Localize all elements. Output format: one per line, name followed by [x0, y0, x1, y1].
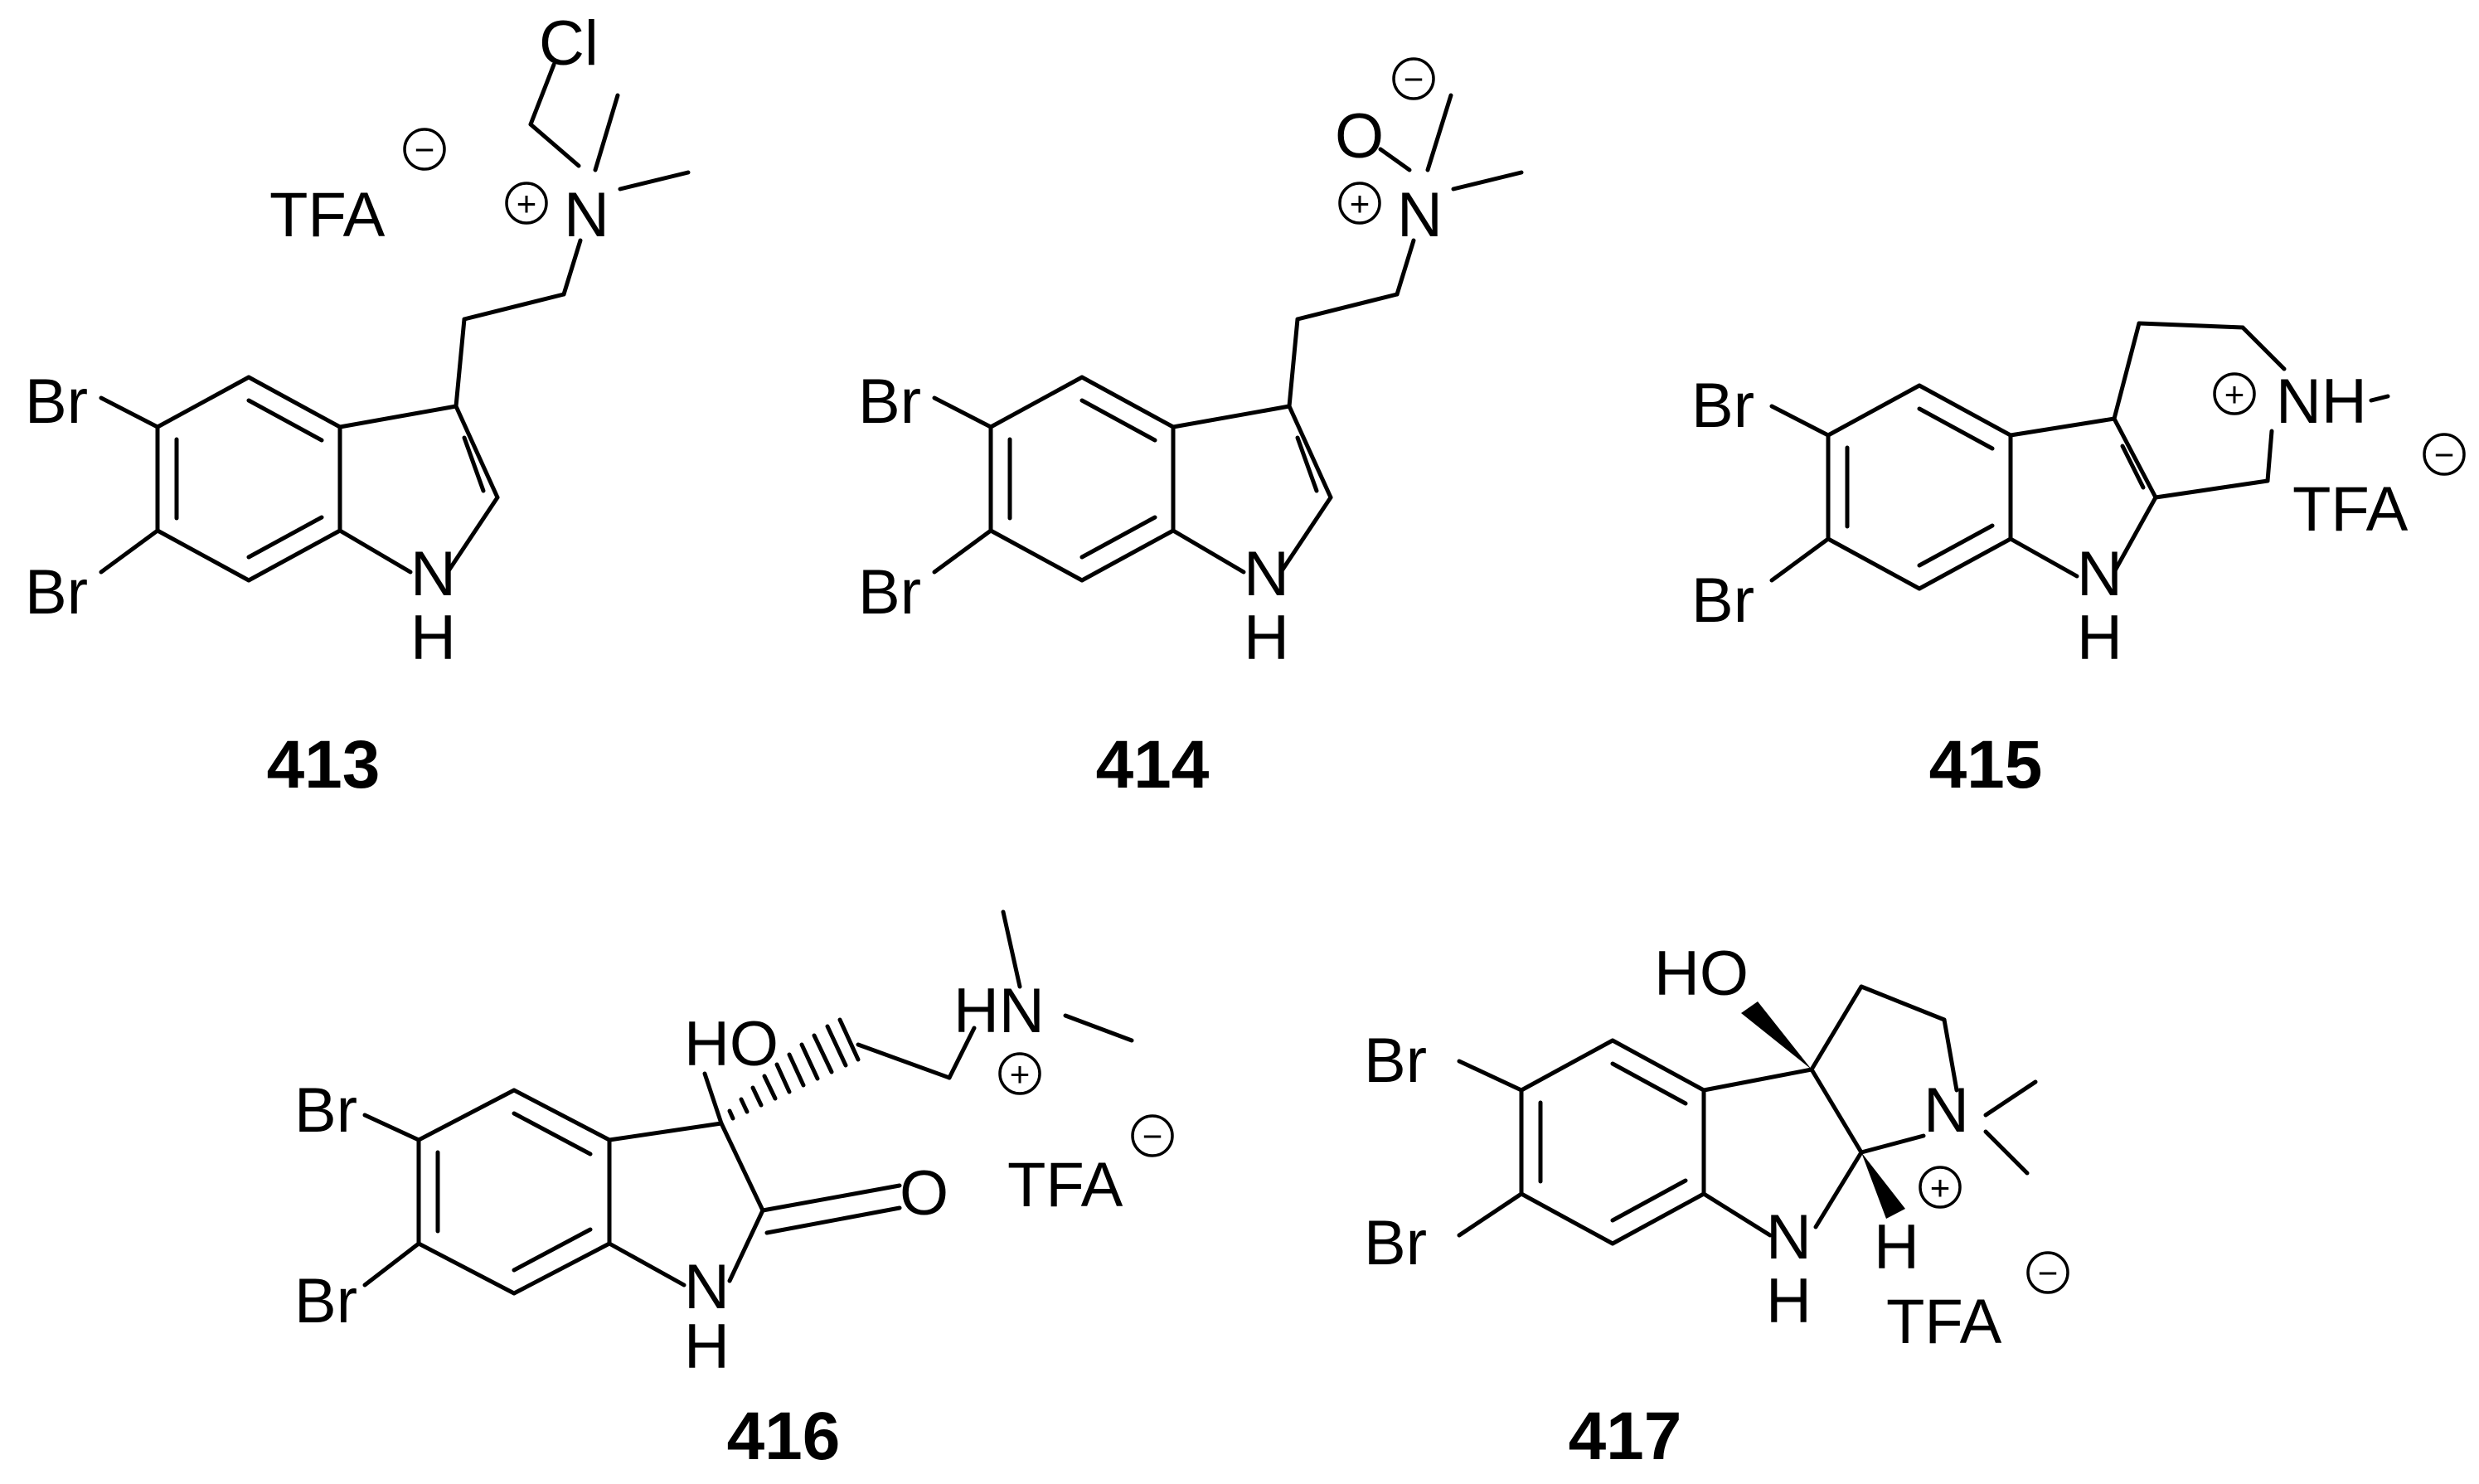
atom-br: Br — [1691, 371, 1754, 441]
atom-h: H — [2077, 603, 2122, 673]
minus-charge: − — [403, 128, 446, 171]
atom-br: Br — [294, 1075, 357, 1146]
plus-charge: + — [1919, 1166, 1962, 1209]
compound-417: Br Br HO N N H H TFA + − 417 — [1364, 938, 2069, 1474]
atom-n: N — [410, 539, 456, 609]
minus-charge: − — [1131, 1114, 1174, 1157]
svg-text:+: + — [2224, 375, 2245, 414]
atom-cl: Cl — [539, 8, 599, 79]
bonds-417 — [1457, 984, 2038, 1246]
atom-hn-plus: HN — [953, 976, 1045, 1046]
counterion-tfa: TFA — [1007, 1150, 1123, 1220]
svg-text:−: − — [2038, 1254, 2059, 1292]
atom-br: Br — [25, 366, 88, 437]
atom-n-plus: N — [1924, 1075, 1969, 1146]
atom-br: Br — [1364, 1208, 1427, 1278]
plus-charge: + — [2213, 372, 2256, 415]
compound-413: Br Br N H N Cl TFA + − 413 — [25, 8, 691, 803]
compound-number: 417 — [1569, 1399, 1682, 1474]
bonds-415 — [1769, 321, 2390, 591]
svg-text:+: + — [1930, 1168, 1951, 1207]
atom-nh-plus: NH — [2276, 366, 2367, 437]
counterion-tfa: TFA — [2292, 474, 2409, 545]
svg-text:+: + — [1350, 184, 1370, 223]
svg-text:−: − — [1142, 1117, 1163, 1156]
svg-text:+: + — [517, 184, 537, 223]
counterion-tfa: TFA — [269, 180, 386, 250]
svg-text:−: − — [415, 130, 435, 169]
atom-br: Br — [1691, 565, 1754, 636]
svg-text:−: − — [1404, 60, 1424, 99]
atom-n-plus: N — [564, 180, 609, 250]
svg-text:−: − — [2434, 435, 2455, 474]
atom-o: O — [900, 1158, 948, 1229]
atom-br: Br — [294, 1266, 357, 1336]
atom-br: Br — [858, 557, 921, 628]
bold-wedge — [1861, 1152, 1905, 1219]
bonds-414 — [932, 93, 1524, 583]
compound-415: Br Br N H NH TFA + − 415 — [1691, 321, 2466, 803]
atom-o: O — [1335, 101, 1384, 172]
compound-number: 414 — [1096, 727, 1210, 803]
atom-h-ring-junction: H — [1874, 1212, 1919, 1283]
compound-414: Br Br N H N O − + 414 — [858, 57, 1524, 803]
bold-wedge — [1741, 1001, 1812, 1069]
atom-n-plus: N — [1397, 180, 1443, 250]
atom-ho: HO — [1654, 938, 1749, 1009]
atom-br: Br — [1364, 1026, 1427, 1096]
minus-charge: − — [1392, 57, 1435, 100]
atom-n: N — [1766, 1202, 1812, 1273]
atom-br: Br — [858, 366, 921, 437]
atom-h: H — [1244, 603, 1289, 673]
plus-charge: + — [998, 1052, 1041, 1095]
hashed-wedge — [727, 1017, 861, 1121]
counterion-tfa: TFA — [1886, 1287, 2002, 1357]
atom-h: H — [410, 603, 456, 673]
atom-n: N — [684, 1252, 730, 1322]
minus-charge: − — [2423, 433, 2466, 476]
bonds-416 — [362, 909, 1134, 1296]
plus-charge: + — [1338, 182, 1381, 225]
compound-number: 416 — [727, 1399, 841, 1474]
compound-number: 415 — [1929, 727, 2043, 803]
compound-number: 413 — [267, 727, 381, 803]
plus-charge: + — [505, 182, 548, 225]
minus-charge: − — [2026, 1251, 2069, 1294]
atom-h: H — [1766, 1266, 1812, 1336]
atom-br: Br — [25, 557, 88, 628]
atom-h: H — [684, 1312, 730, 1382]
svg-text:+: + — [1010, 1055, 1031, 1094]
bonds-413 — [99, 62, 691, 583]
atom-n: N — [1244, 539, 1289, 609]
atom-ho: HO — [684, 1009, 779, 1079]
atom-n: N — [2077, 539, 2122, 609]
compound-416: Br Br HO HN O N H TFA + − 416 — [294, 909, 1174, 1474]
